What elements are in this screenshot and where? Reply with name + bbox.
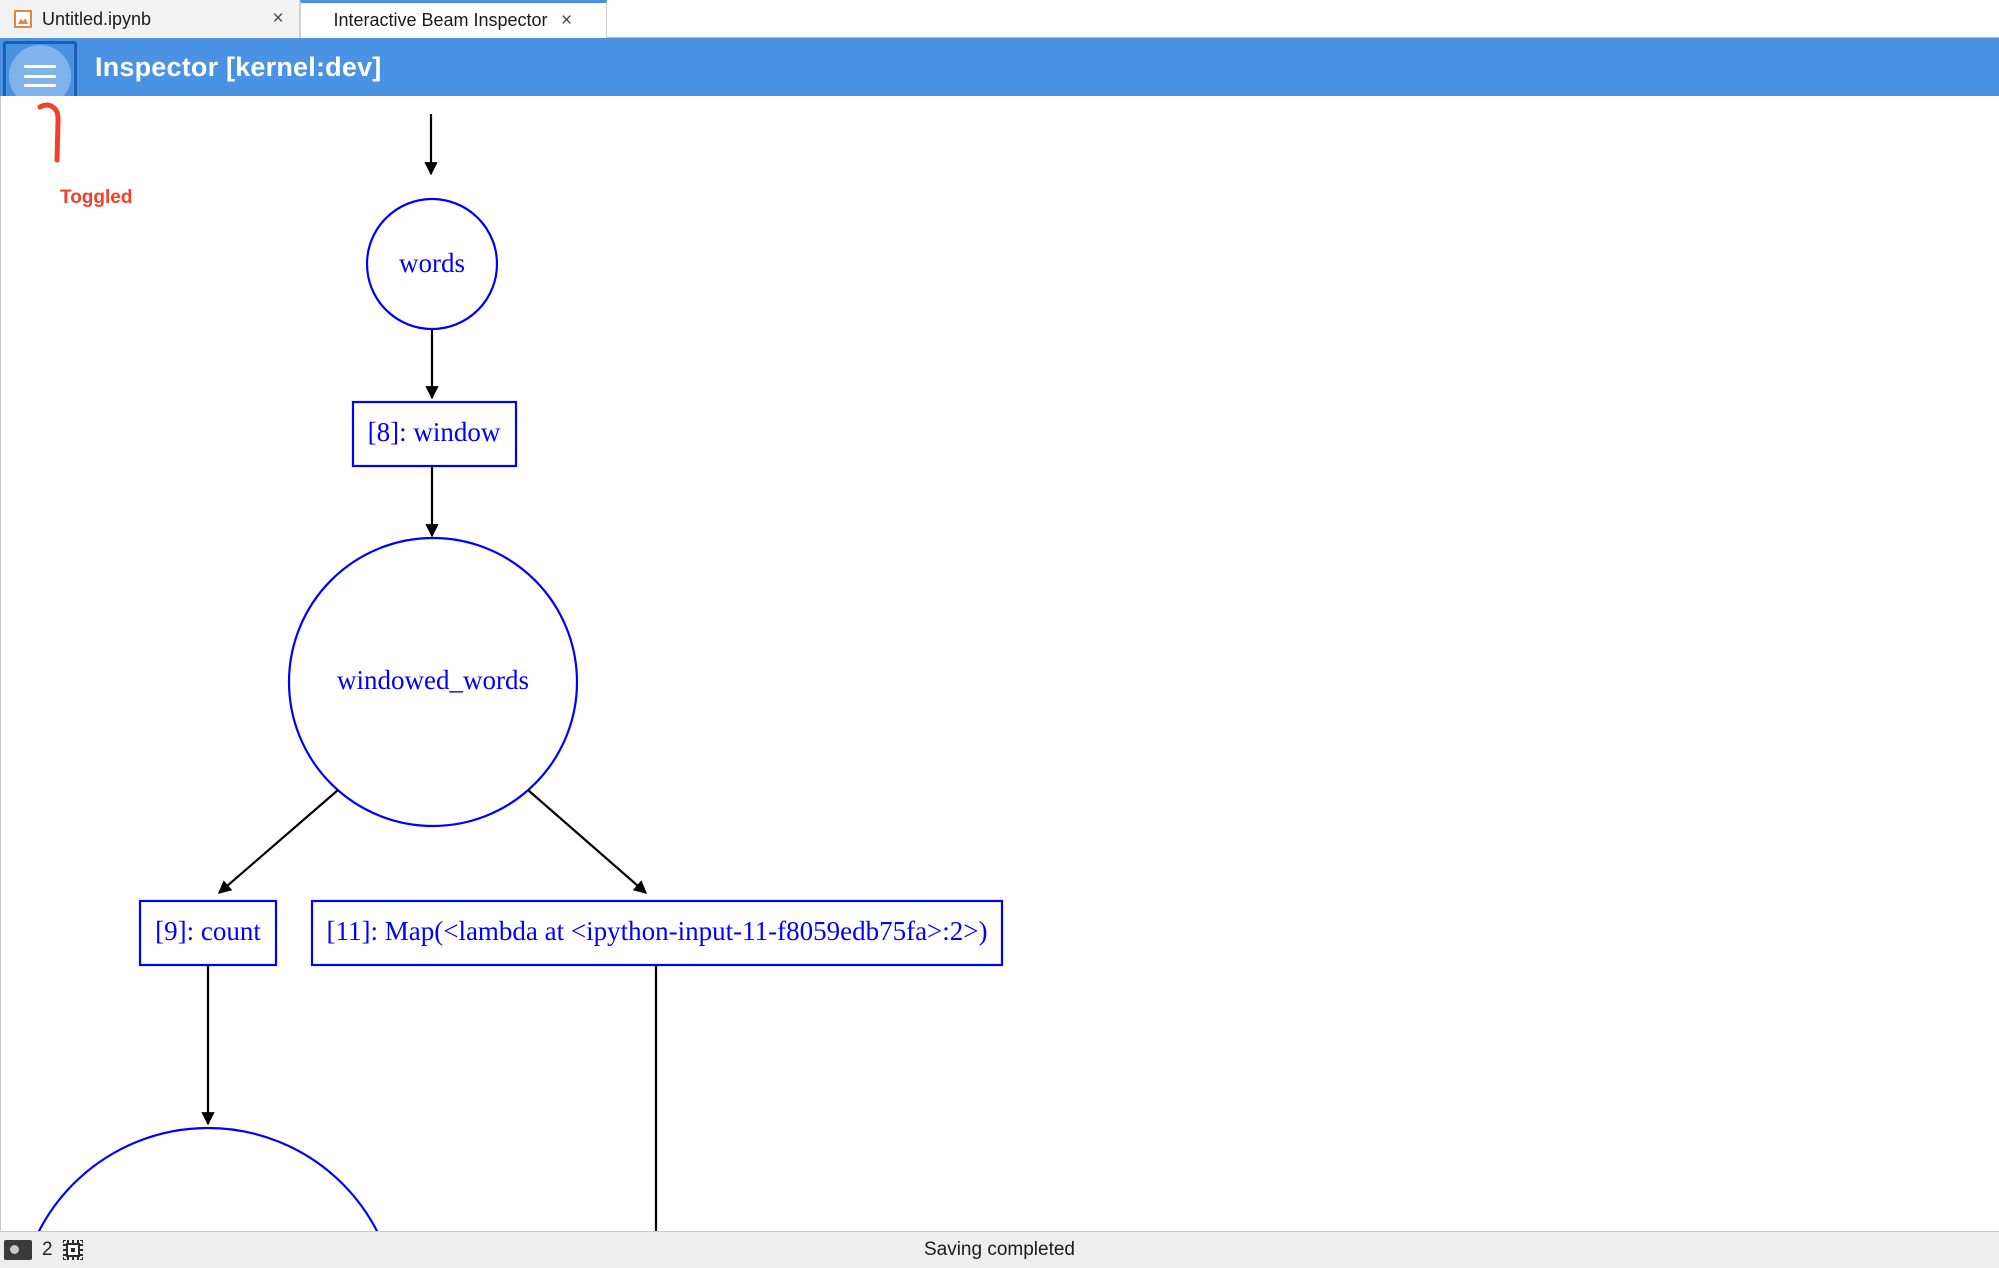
graph-node-window[interactable]	[351, 400, 518, 468]
tab-bar-empty-area	[607, 0, 1999, 37]
page-title: Inspector [kernel:dev]	[95, 52, 382, 82]
graph-node-windowed-word-counts[interactable]	[18, 1126, 398, 1231]
status-message: Saving completed	[923, 1239, 1076, 1260]
status-bar: 2 Saving completed	[0, 1231, 1999, 1268]
graph-node-window-label: [8]: window	[368, 417, 501, 447]
notebook-icon	[14, 10, 32, 28]
graph-node-windowed-words[interactable]	[287, 536, 579, 828]
status-bar-center: Saving completed	[0, 1239, 1999, 1261]
terminal-icon[interactable]	[4, 1240, 32, 1260]
pipeline-graph[interactable]: words [8]: window windowed_words [9]: co…	[1, 96, 1999, 1231]
kernel-chip-icon[interactable]	[62, 1240, 83, 1260]
edge-windowed-words-to-count	[218, 789, 339, 894]
graph-node-words-label: words	[399, 248, 465, 278]
close-icon[interactable]: ×	[560, 9, 573, 31]
tab-interactive-beam-inspector[interactable]: Interactive Beam Inspector ×	[300, 0, 607, 38]
status-bar-left: 2	[0, 1239, 83, 1261]
graph-node-words[interactable]	[365, 197, 499, 331]
graph-node-count[interactable]	[138, 899, 278, 967]
inspector-header: Inspector [kernel:dev]	[0, 38, 1999, 111]
terminal-count: 2	[42, 1239, 53, 1260]
graph-node-windowed-words-label: windowed_words	[337, 665, 529, 695]
edge-windowed-words-to-map	[527, 789, 647, 894]
tab-label: Untitled.ipynb	[42, 8, 152, 29]
graph-node-map-label: [11]: Map(<lambda at <ipython-input-11-f…	[327, 916, 988, 946]
hamburger-icon	[24, 65, 56, 87]
tab-untitled-ipynb[interactable]: Untitled.ipynb ×	[0, 0, 300, 38]
tab-label: Interactive Beam Inspector	[333, 10, 548, 30]
tab-bar: Untitled.ipynb × Interactive Beam Inspec…	[0, 0, 1999, 38]
inspector-content-panel: words [8]: window windowed_words [9]: co…	[0, 96, 1999, 1231]
close-icon[interactable]: ×	[272, 8, 284, 29]
graph-node-count-label: [9]: count	[155, 916, 261, 946]
